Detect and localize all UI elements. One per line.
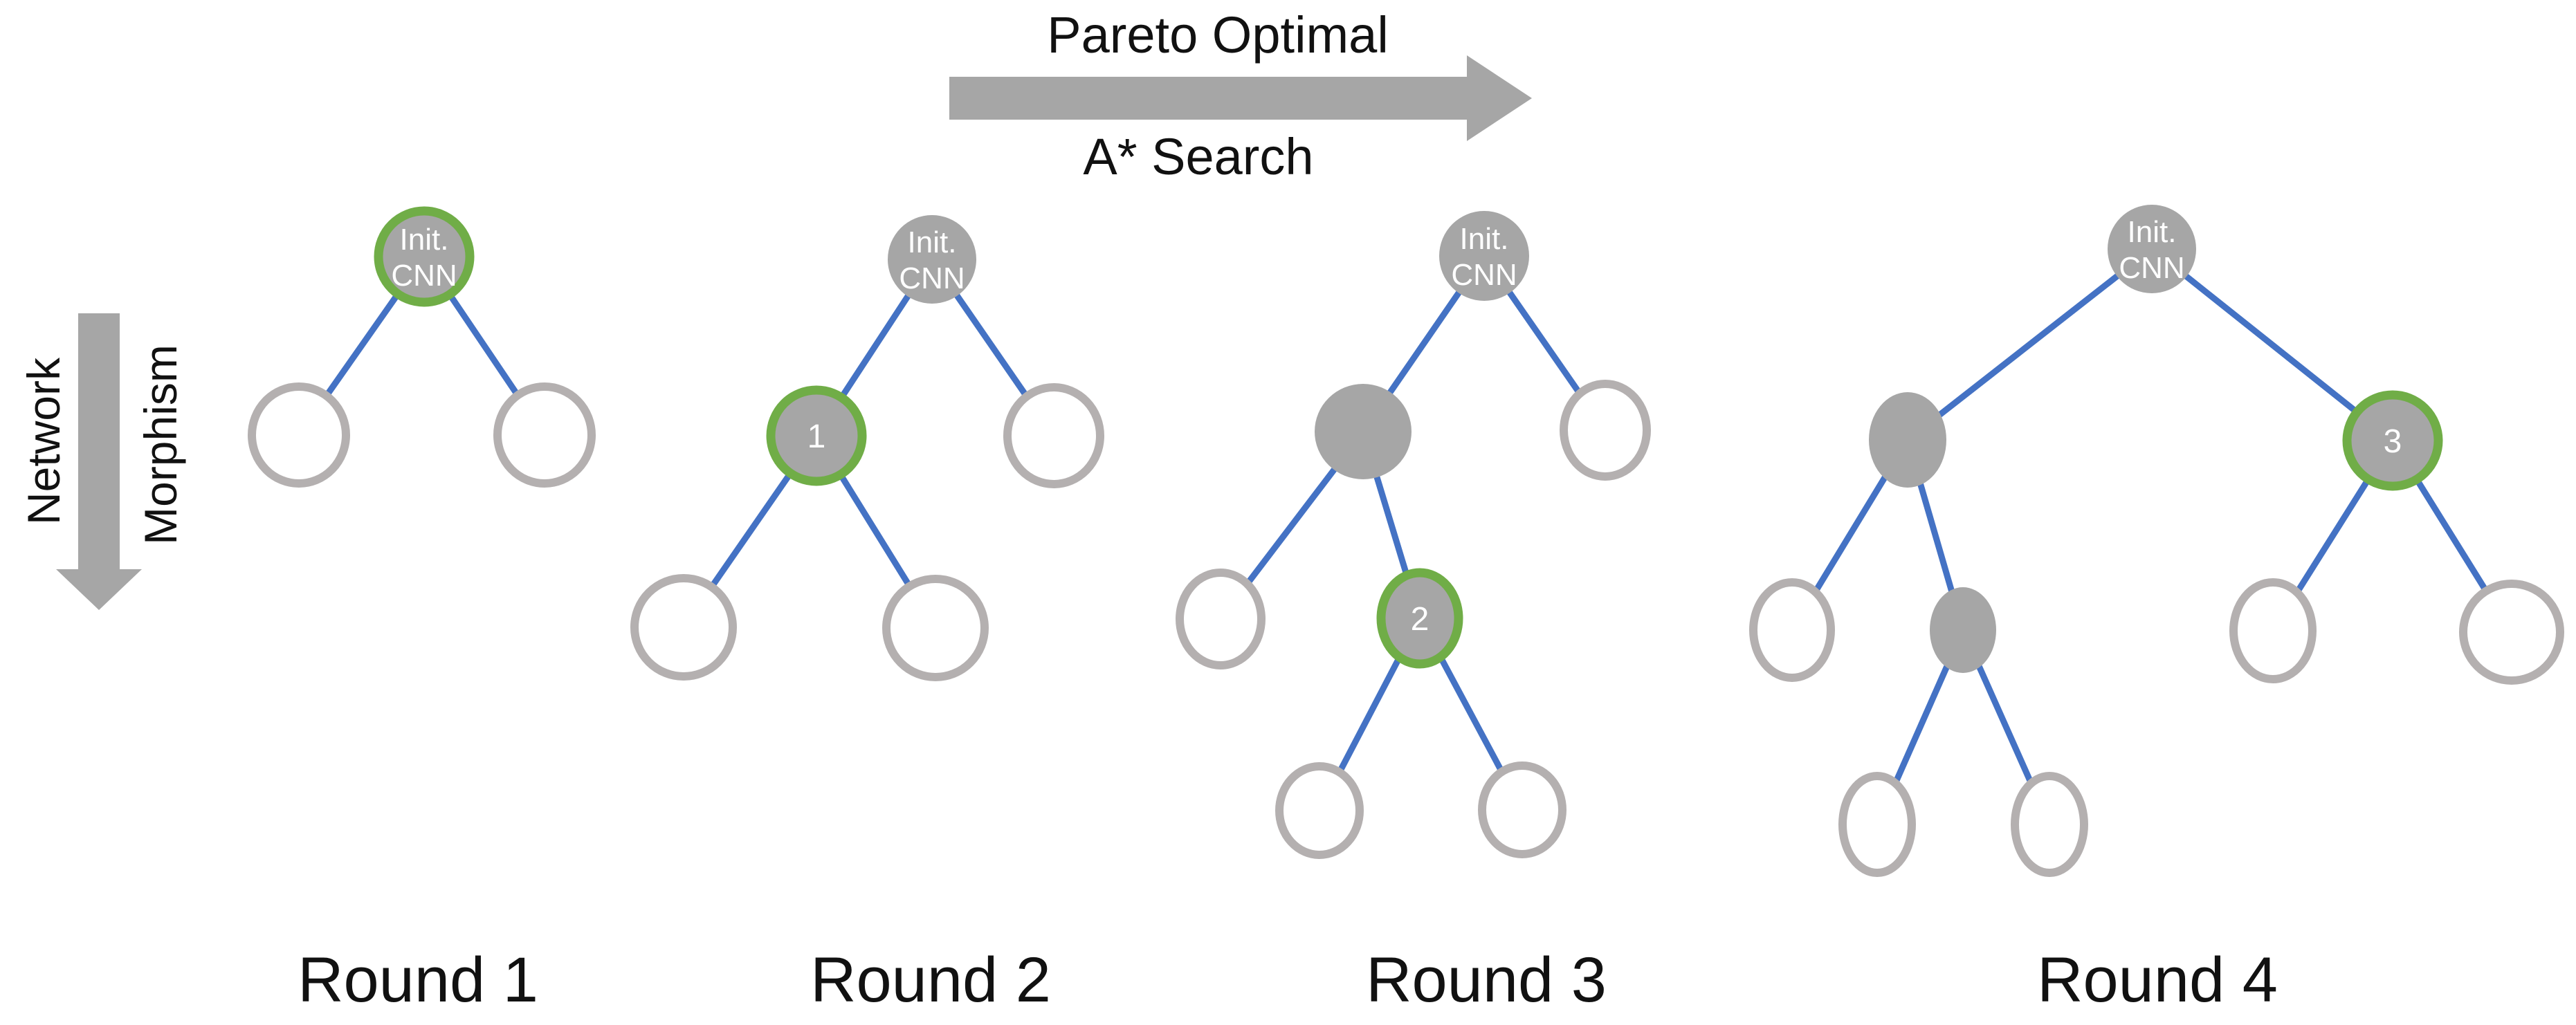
network-label: Network (18, 357, 69, 525)
node-init-cnn (2108, 205, 2196, 293)
node-open (1838, 772, 1916, 877)
tree-edge (2150, 246, 2395, 443)
tree-edge (1906, 246, 2154, 443)
node-selected-1 (766, 385, 867, 486)
init-cnn-label: Init.CNN (2119, 215, 2184, 285)
node-number-label: 1 (807, 418, 826, 455)
round-label: Round 4 (2037, 945, 2278, 1015)
node-init-cnn (888, 215, 976, 304)
node-open (630, 574, 737, 681)
init-cnn-label: Init.CNN (899, 225, 965, 295)
node-open (1176, 569, 1266, 670)
node-open (1560, 380, 1651, 481)
node-selected-2 (1376, 568, 1463, 669)
node-open (1003, 383, 1104, 488)
node-open (2229, 578, 2317, 683)
node-open (1275, 762, 1364, 859)
node-init-cnn-selected (374, 206, 475, 307)
round-label: Round 1 (298, 945, 538, 1015)
pareto-search-arrow (949, 55, 1532, 141)
node-open (2011, 772, 2088, 877)
pareto-optimal-label: Pareto Optimal (1047, 6, 1389, 64)
node-visited (1930, 587, 1996, 673)
round-label: Round 2 (810, 945, 1051, 1015)
node-selected-3 (2342, 390, 2443, 491)
node-open (882, 575, 989, 681)
arrows-layer (56, 55, 1532, 610)
a-star-search-label: A* Search (1083, 128, 1313, 185)
node-number-label: 3 (2384, 423, 2402, 460)
round-tree-1: Init.CNN Round 1 (248, 206, 596, 1015)
node-visited (1869, 392, 1946, 488)
node-number-label: 2 (1411, 601, 1429, 638)
init-cnn-label: Init.CNN (391, 223, 457, 293)
node-open (1478, 761, 1566, 858)
node-visited (1315, 384, 1412, 479)
node-open (248, 382, 350, 488)
morphism-label: Morphism (135, 344, 186, 545)
node-open (1749, 578, 1835, 682)
network-morphism-arrow (56, 313, 142, 610)
node-init-cnn (1439, 211, 1529, 301)
init-cnn-label: Init.CNN (1451, 222, 1517, 292)
node-open (2459, 580, 2564, 685)
node-open (493, 382, 596, 488)
round-label: Round 3 (1366, 945, 1607, 1015)
